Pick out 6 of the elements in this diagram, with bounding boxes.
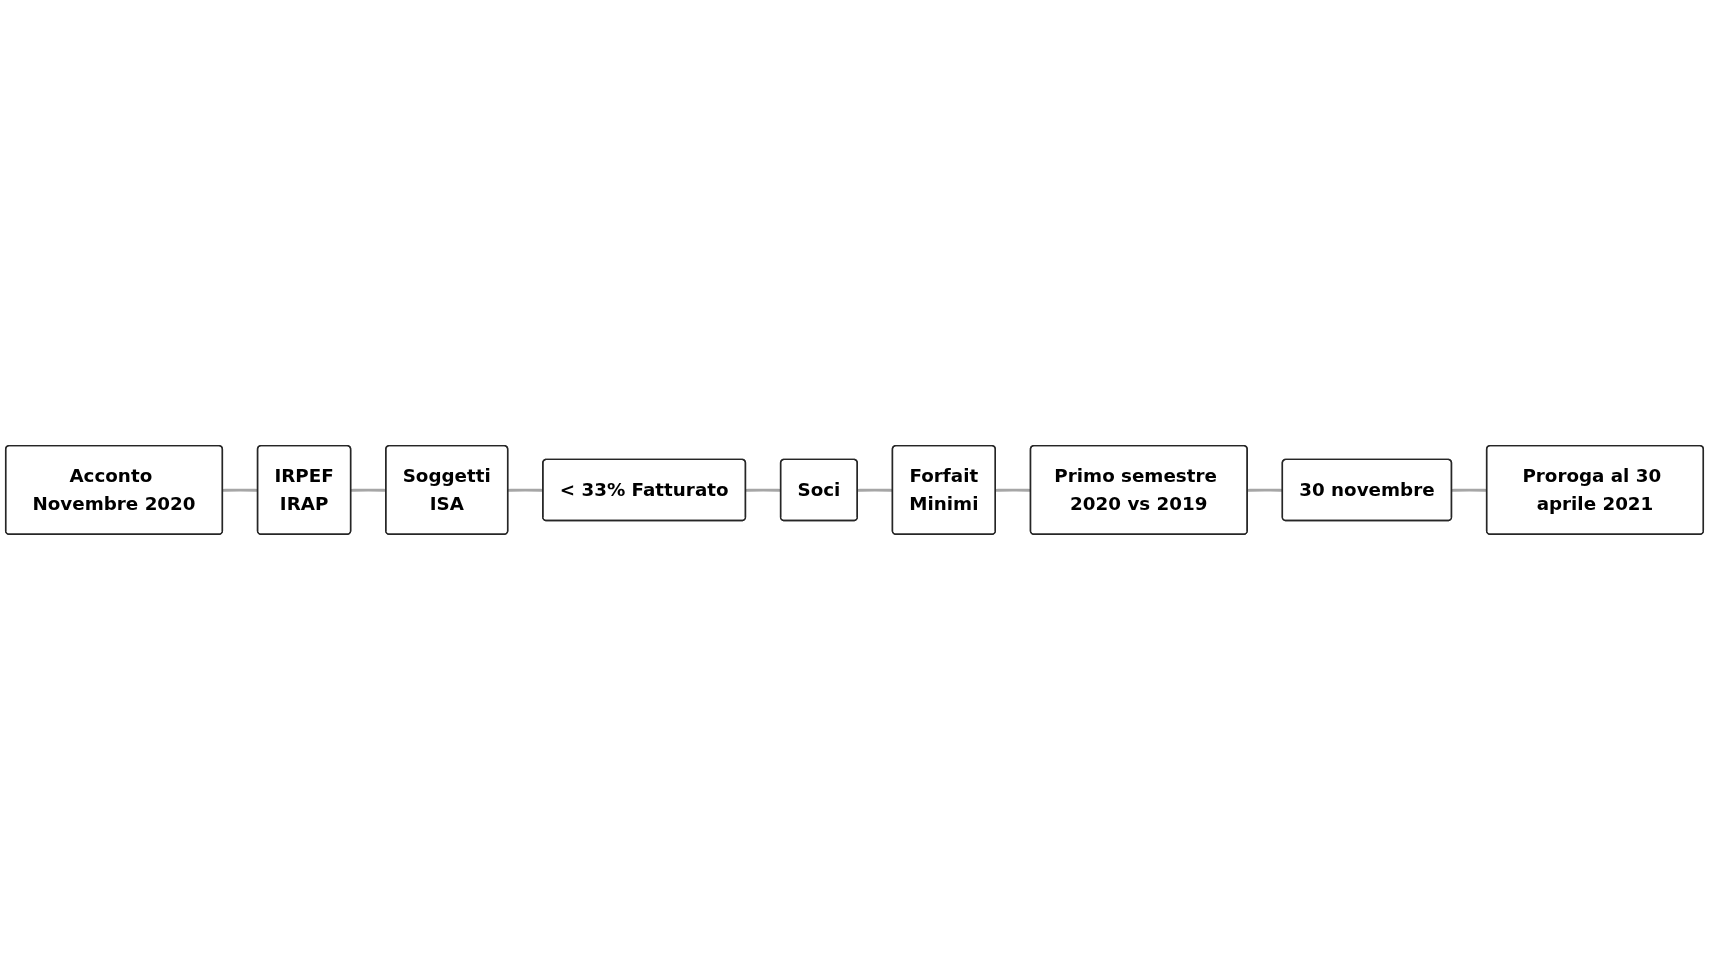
connector	[1451, 488, 1487, 492]
connector	[745, 488, 781, 492]
connector	[857, 488, 893, 492]
connector	[222, 488, 258, 492]
connector	[995, 488, 1031, 492]
connector	[1247, 488, 1283, 492]
